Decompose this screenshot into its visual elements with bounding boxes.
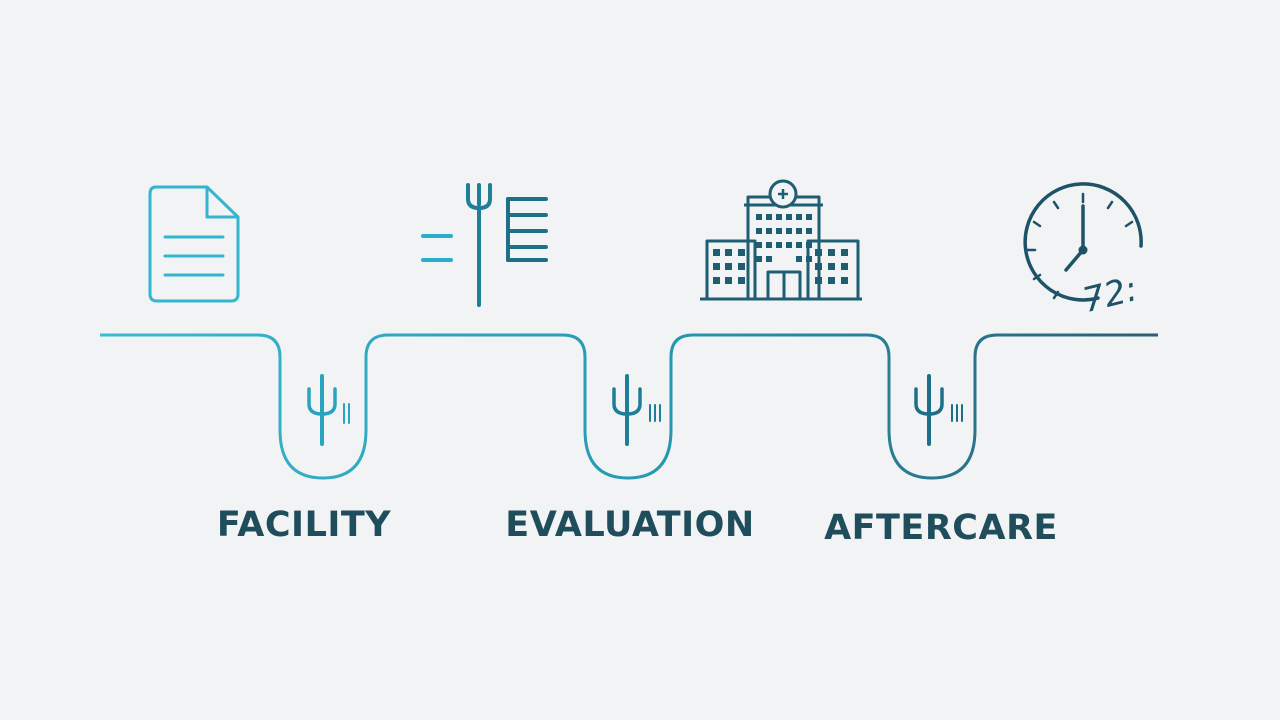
fork-mark-icon-1	[307, 374, 350, 446]
document-icon	[148, 185, 240, 303]
stage-label-aftercare: AFTERCARE	[824, 508, 1058, 548]
fork-list-icon	[421, 183, 548, 307]
stage-label-facility: FACILITY	[216, 505, 392, 545]
timeline-path	[100, 333, 1158, 480]
clock-icon	[1023, 182, 1143, 302]
fork-mark-icon-3	[914, 374, 963, 446]
clock-note-text: 72:	[1079, 269, 1142, 321]
stage-label-evaluation: EVALUATION	[505, 505, 755, 545]
hospital-windows	[713, 214, 848, 284]
hospital-building-icon	[700, 179, 862, 301]
fork-mark-icon-2	[612, 374, 661, 446]
